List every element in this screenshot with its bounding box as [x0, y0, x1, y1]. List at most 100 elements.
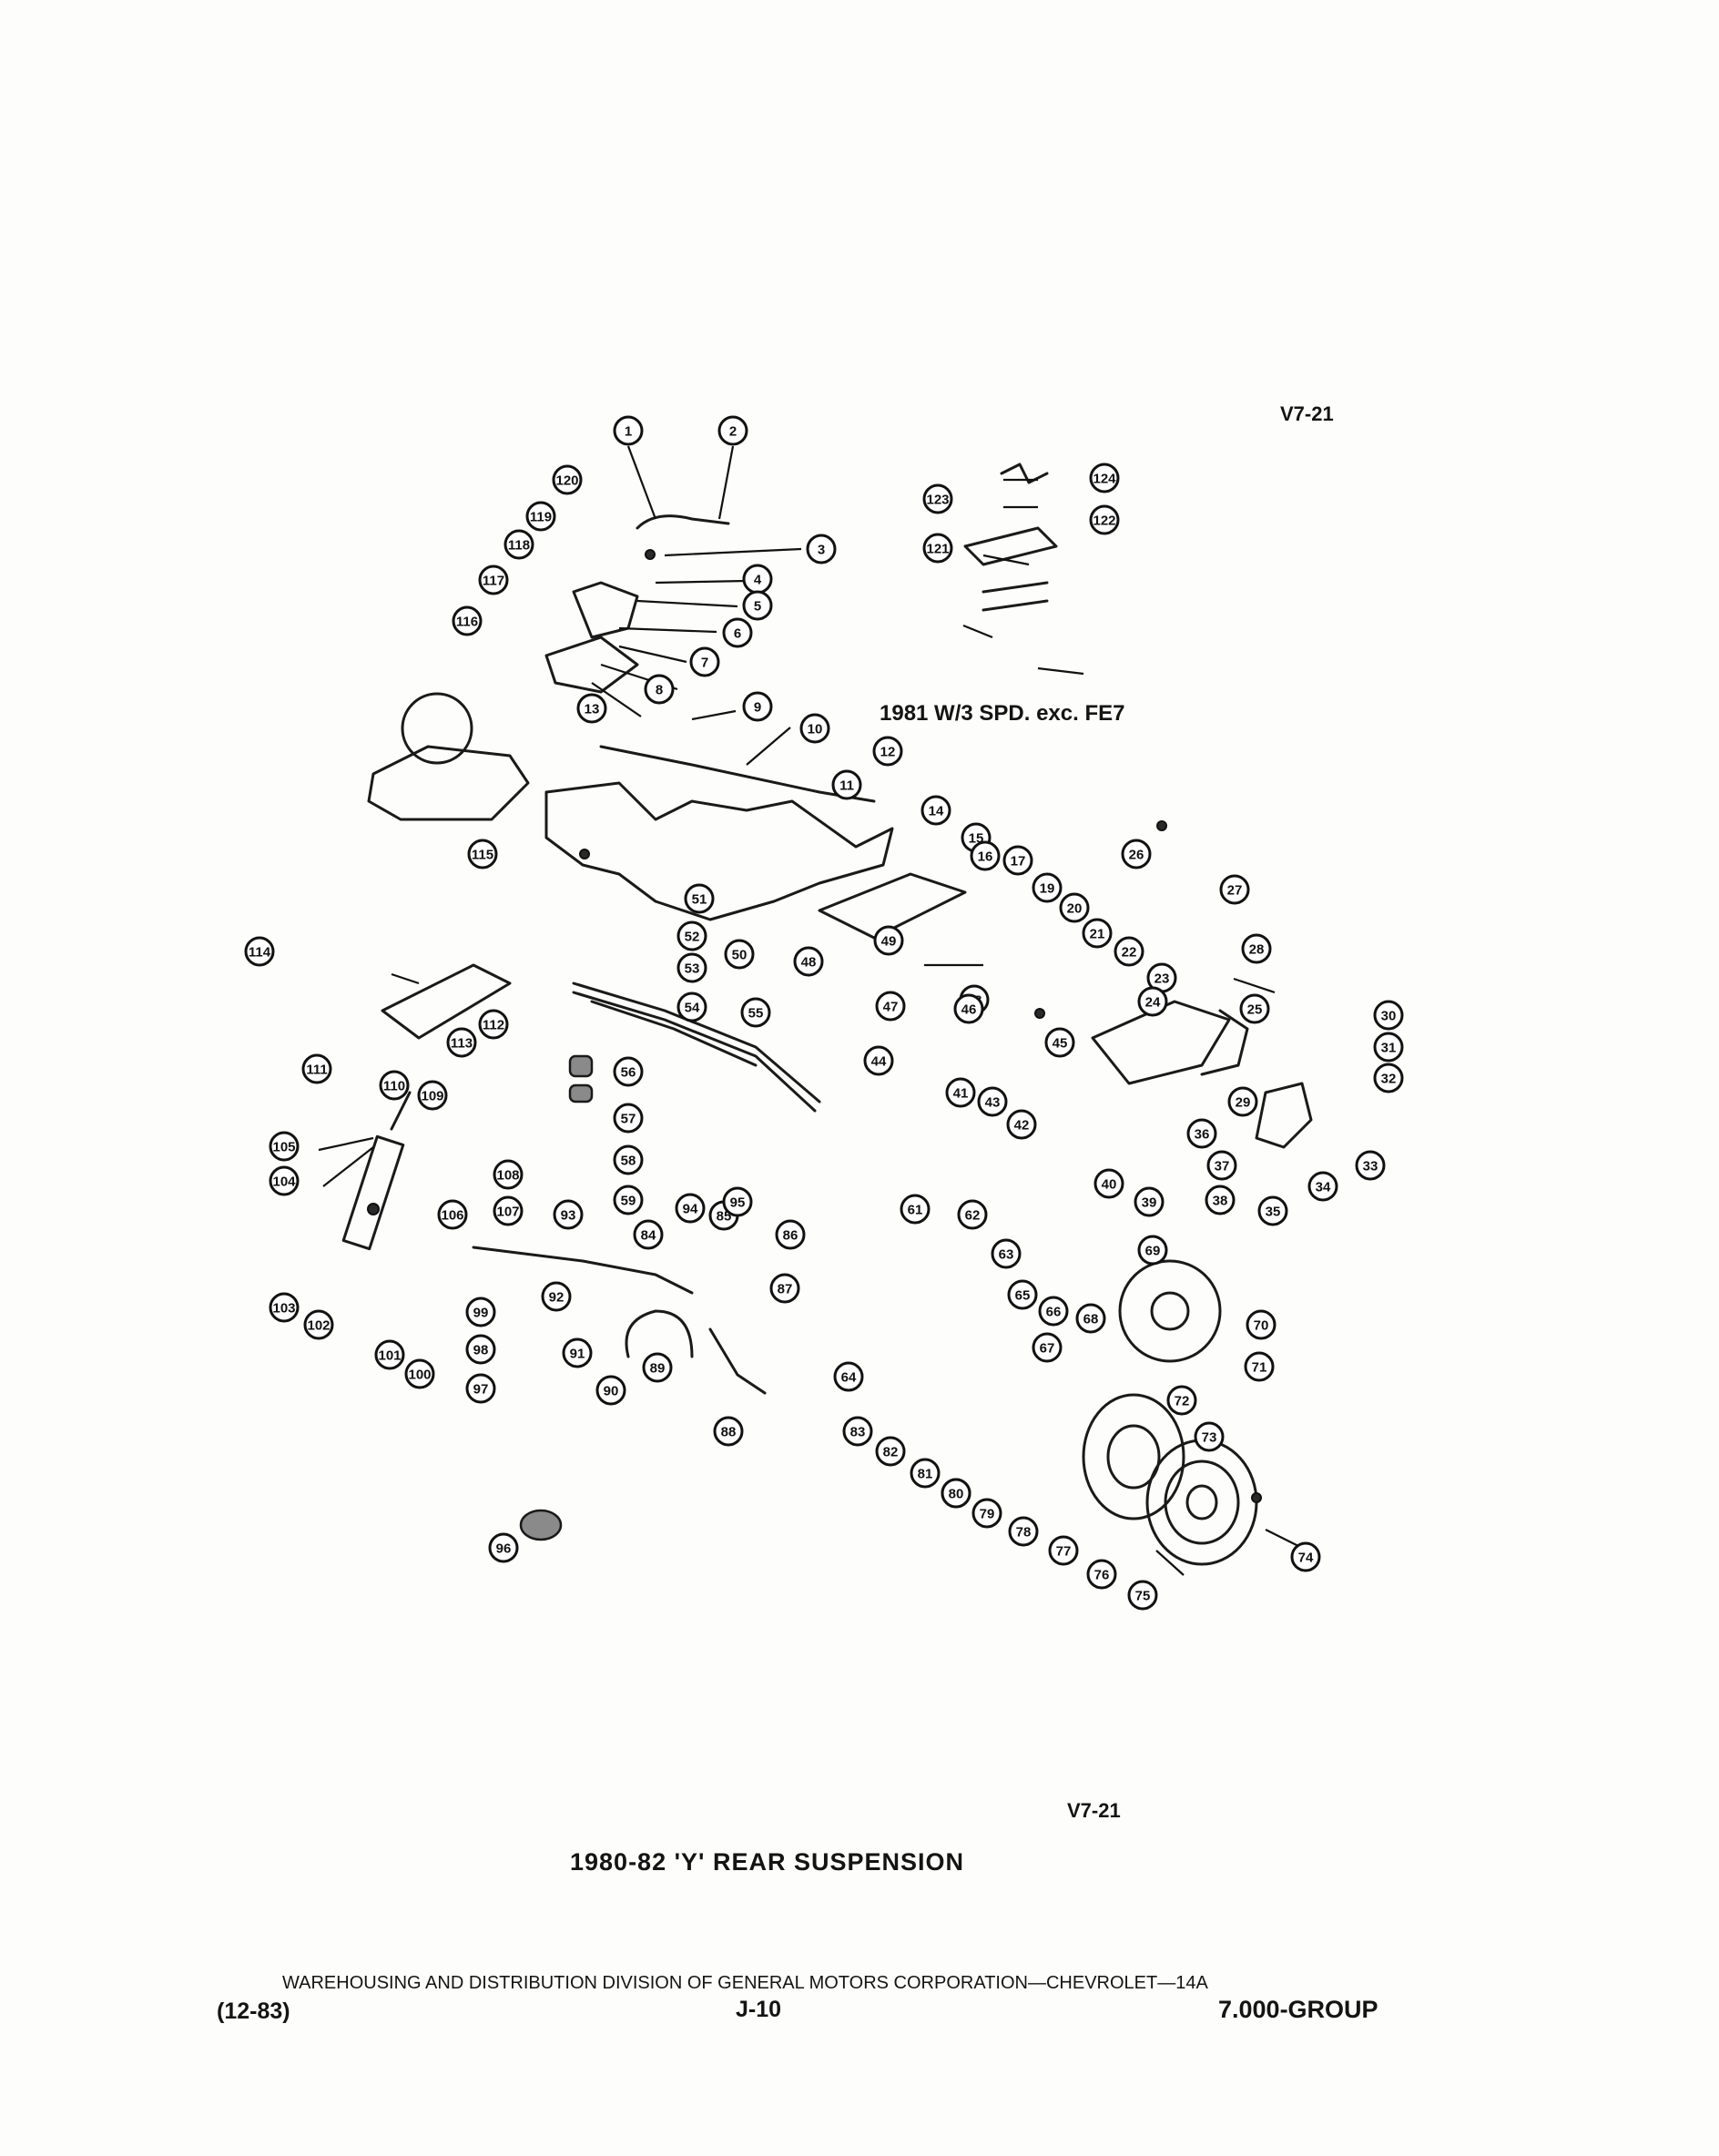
callout-number: 77: [1056, 1544, 1072, 1560]
callout-35: 35: [1257, 1195, 1288, 1226]
callout-3: 3: [806, 534, 837, 564]
callout-90: 90: [595, 1375, 626, 1406]
callout-circle: [633, 1219, 664, 1250]
callout-number: 41: [953, 1086, 969, 1102]
callout-number: 66: [1046, 1305, 1062, 1320]
callout-86: 86: [775, 1219, 806, 1250]
callout-circle: [1121, 839, 1152, 870]
callout-number: 78: [1016, 1525, 1032, 1541]
callout-number: 74: [1298, 1551, 1314, 1566]
callout-81: 81: [910, 1458, 941, 1489]
callout-circle: [875, 1436, 906, 1467]
callout-13: 13: [576, 693, 607, 724]
callout-circle: [488, 1532, 519, 1563]
callout-number: 3: [818, 543, 825, 558]
callout-circle: [613, 1056, 644, 1087]
callout-78: 78: [1008, 1516, 1039, 1547]
callout-123: 123: [922, 483, 953, 514]
callout-circle: [1246, 1309, 1277, 1340]
callout-circle: [1194, 1421, 1225, 1452]
callout-58: 58: [613, 1144, 644, 1175]
callout-number: 112: [483, 1018, 504, 1033]
callout-circle: [1075, 1303, 1106, 1334]
callout-circle: [1186, 1118, 1217, 1149]
callout-circle: [676, 920, 707, 951]
callout-circle: [1244, 1351, 1275, 1382]
callout-number: 97: [473, 1382, 489, 1398]
callout-99: 99: [465, 1297, 496, 1327]
callout-circle: [467, 839, 498, 870]
callout-number: 69: [1145, 1244, 1161, 1259]
diagram-code-bottom: V7-21: [1067, 1799, 1121, 1822]
callout-36: 36: [1186, 1118, 1217, 1149]
callout-103: 103: [269, 1292, 300, 1323]
callout-number: 103: [272, 1301, 295, 1317]
callout-circle: [1373, 1063, 1404, 1093]
callout-number: 46: [961, 1002, 977, 1018]
callout-circle: [1044, 1027, 1075, 1058]
callout-113: 113: [446, 1027, 477, 1058]
callout-57: 57: [613, 1103, 644, 1134]
callout-circle: [1093, 1168, 1124, 1199]
callout-circle: [404, 1358, 435, 1389]
callout-number: 39: [1142, 1195, 1157, 1211]
callout-22: 22: [1114, 936, 1144, 967]
diagram-code-top: V7-21: [1280, 402, 1334, 425]
callout-76: 76: [1086, 1559, 1117, 1590]
callout-42: 42: [1006, 1109, 1037, 1140]
callout-circle: [1082, 918, 1113, 949]
callout-number: 62: [965, 1208, 981, 1224]
callout-circle: [1257, 1195, 1288, 1226]
callout-98: 98: [465, 1334, 496, 1365]
callout-number: 21: [1090, 927, 1105, 942]
callout-97: 97: [465, 1373, 496, 1404]
callout-number: 88: [721, 1425, 737, 1440]
callout-circle: [269, 1292, 300, 1323]
callout-number: 13: [585, 702, 600, 717]
callout-circle: [742, 590, 773, 621]
callout-70: 70: [1246, 1309, 1277, 1340]
callout-number: 2: [729, 424, 737, 440]
callout-number: 87: [778, 1282, 793, 1297]
callout-circle: [493, 1159, 524, 1190]
callout-circle: [465, 1334, 496, 1365]
callout-number: 118: [508, 538, 530, 554]
callout-circle: [970, 840, 1001, 871]
callout-116: 116: [452, 605, 483, 636]
callout-51: 51: [684, 883, 715, 914]
callout-circle: [722, 617, 753, 648]
callout-circle: [1007, 1279, 1038, 1310]
callout-28: 28: [1241, 933, 1272, 964]
callout-21: 21: [1082, 918, 1113, 949]
callout-20: 20: [1059, 892, 1090, 923]
callout-number: 47: [883, 1000, 899, 1015]
callout-number: 115: [472, 848, 493, 863]
callout-circle: [945, 1077, 976, 1108]
callout-circle: [1089, 463, 1120, 493]
callout-circle: [613, 415, 644, 446]
callout-44: 44: [863, 1045, 894, 1076]
callout-number: 70: [1254, 1318, 1269, 1334]
callout-circle: [793, 946, 824, 977]
callout-circle: [269, 1131, 300, 1162]
callout-circle: [676, 992, 707, 1022]
callout-circle: [833, 1361, 864, 1392]
callout-number: 90: [604, 1384, 619, 1399]
callout-number: 121: [926, 542, 949, 557]
callout-10: 10: [799, 713, 830, 744]
callout-69: 69: [1137, 1235, 1168, 1266]
callout-71: 71: [1244, 1351, 1275, 1382]
callout-circle: [552, 464, 583, 495]
callout-number: 40: [1102, 1177, 1117, 1193]
callout-number: 52: [685, 930, 700, 945]
callout-number: 114: [249, 945, 271, 961]
callout-40: 40: [1093, 1168, 1124, 1199]
callout-105: 105: [269, 1131, 300, 1162]
callout-number: 56: [621, 1065, 636, 1081]
callout-number: 116: [456, 615, 478, 630]
callout-8: 8: [644, 674, 675, 705]
callout-7: 7: [689, 646, 720, 677]
callout-circle: [374, 1339, 405, 1370]
callout-circle: [769, 1273, 800, 1304]
